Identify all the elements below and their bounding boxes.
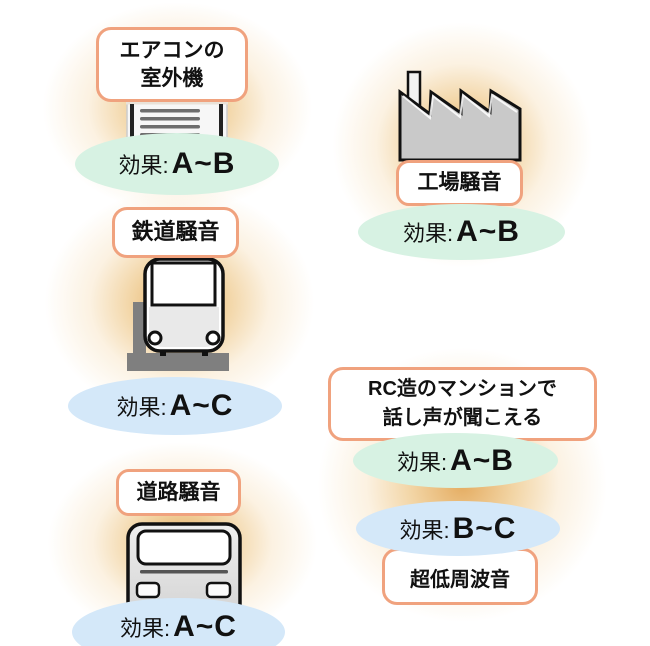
label-low-frequency-text: 超低周波音 xyxy=(410,569,510,591)
effect-label: 効果: xyxy=(397,449,448,475)
label-railway-line1: 鉄道騒音 xyxy=(131,219,220,245)
factory-icon xyxy=(393,64,531,166)
effect-badge-road: 効果:A~C xyxy=(72,598,285,646)
effect-value: A~B xyxy=(456,215,520,248)
effect-badge-rc-voice: 効果:A~B xyxy=(353,433,558,488)
label-factory-line1: 工場騒音 xyxy=(417,171,502,195)
effect-value: B~C xyxy=(452,511,517,545)
effect-value: A~B xyxy=(450,443,514,477)
train-icon xyxy=(123,253,233,373)
effect-badge-aircon: 効果:A~B xyxy=(75,133,279,195)
effect-label: 効果: xyxy=(403,221,454,246)
label-road-line1: 道路騒音 xyxy=(136,480,221,504)
label-aircon: エアコンの 室外機 xyxy=(96,27,248,102)
label-railway: 鉄道騒音 xyxy=(112,207,239,258)
effect-label: 効果: xyxy=(120,616,171,641)
effect-value: A~C xyxy=(169,389,234,422)
label-aircon-line2: 室外機 xyxy=(140,66,204,90)
effect-label: 効果: xyxy=(116,395,167,420)
effect-label: 効果: xyxy=(399,517,450,543)
effect-label: 効果: xyxy=(118,153,169,178)
label-low-frequency: 超低周波音 xyxy=(382,548,538,605)
label-rc-line1: RC造のマンションで xyxy=(368,378,557,400)
effect-badge-factory: 効果:A~B xyxy=(358,204,565,260)
effect-value: A~B xyxy=(171,147,236,180)
effect-badge-railway: 効果:A~C xyxy=(68,377,282,435)
label-aircon-line1: エアコンの xyxy=(119,39,225,63)
label-road: 道路騒音 xyxy=(116,469,241,516)
label-rc-mansion: RC造のマンションで 話し声が聞こえる xyxy=(328,367,597,441)
effect-badge-low-frequency: 効果:B~C xyxy=(356,501,560,556)
label-rc-line2: 話し声が聞こえる xyxy=(382,407,543,429)
effect-value: A~C xyxy=(173,610,237,643)
label-factory: 工場騒音 xyxy=(396,160,523,206)
